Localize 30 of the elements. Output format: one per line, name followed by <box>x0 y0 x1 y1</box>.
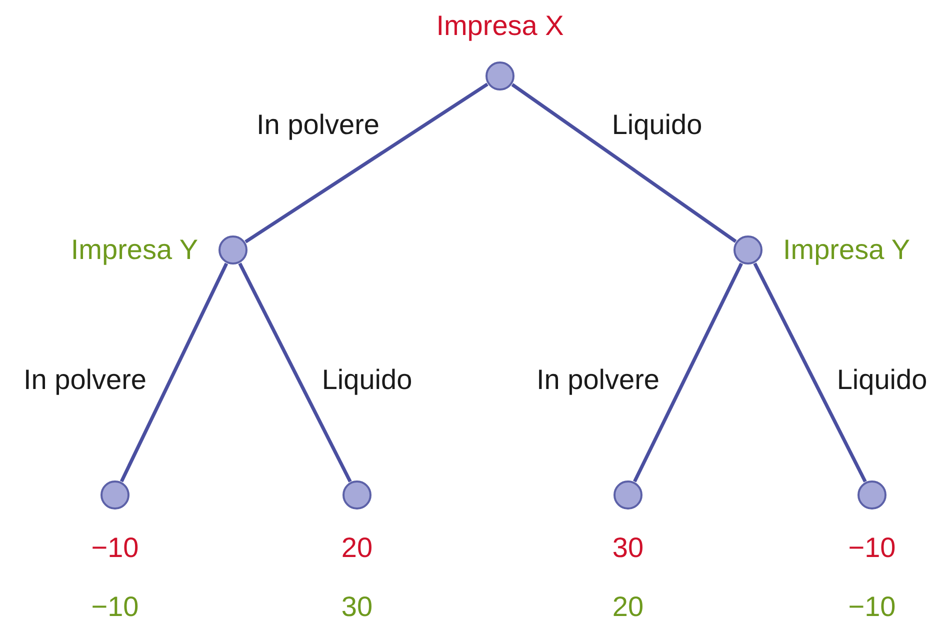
payoff-value: −10 <box>848 593 896 621</box>
payoff-value: 30 <box>341 593 373 621</box>
edge-label: In polvere <box>256 111 380 139</box>
payoff-value: −10 <box>91 593 139 621</box>
decision-node <box>342 480 372 510</box>
decision-node <box>857 480 887 510</box>
edge-label: In polvere <box>536 366 660 394</box>
edge-label: Liquido <box>612 111 702 139</box>
decision-node <box>613 480 643 510</box>
player-label: Impresa X <box>436 12 564 40</box>
payoff-value: 20 <box>341 534 373 562</box>
player-label: Impresa Y <box>70 236 198 264</box>
payoff-value: 20 <box>612 593 644 621</box>
decision-node <box>733 235 763 265</box>
payoff-value: −10 <box>848 534 896 562</box>
tree-branch <box>120 262 228 482</box>
tree-branch <box>753 262 867 482</box>
player-label: Impresa Y <box>783 236 910 264</box>
decision-node <box>485 61 515 91</box>
tree-branch <box>238 262 352 482</box>
decision-node <box>100 480 130 510</box>
decision-node <box>218 235 248 265</box>
tree-branch <box>244 82 488 244</box>
tree-branch <box>633 262 743 482</box>
edge-label: In polvere <box>24 366 146 394</box>
payoff-value: 30 <box>612 534 644 562</box>
payoff-value: −10 <box>91 534 139 562</box>
edge-label: Liquido <box>836 366 928 394</box>
tree-branch <box>511 83 737 243</box>
edge-label: Liquido <box>322 366 412 394</box>
